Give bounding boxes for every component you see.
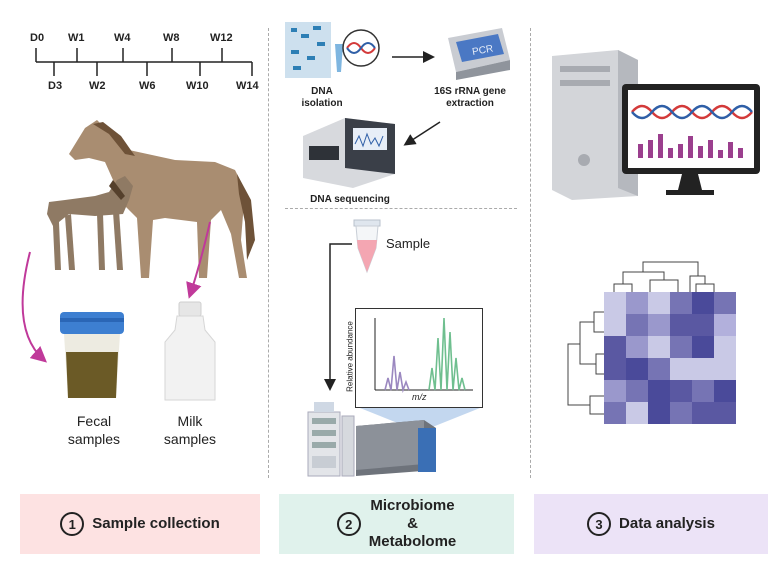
heatmap-cell xyxy=(648,314,670,336)
rrna-extraction-label: 16S rRNA gene extraction xyxy=(434,86,506,109)
separator-right xyxy=(530,28,531,478)
heatmap-cell xyxy=(604,402,626,424)
heatmap-cell xyxy=(604,380,626,402)
sample-tube-icon xyxy=(353,219,381,274)
heatmap-cell xyxy=(648,358,670,380)
heatmap-cell xyxy=(604,358,626,380)
dna-isolation-icon xyxy=(285,22,380,78)
mass-spectrum-chart xyxy=(374,317,473,394)
heatmap-cell xyxy=(648,292,670,314)
mass-spectrum-box xyxy=(355,308,483,408)
lc-ms-instrument-icon xyxy=(307,402,436,477)
heatmap-cell xyxy=(604,314,626,336)
computer-icon xyxy=(552,50,760,200)
milk-bottle-icon xyxy=(164,301,216,401)
pcr-machine-icon: PCR xyxy=(448,28,510,80)
heatmap-cell xyxy=(692,402,714,424)
heatmap-grid xyxy=(604,292,736,424)
heatmap-cell xyxy=(714,380,736,402)
heatmap-cell xyxy=(714,292,736,314)
heatmap-cell xyxy=(692,314,714,336)
panel-title-microbiome-metabolome: Microbiome & Metabolome xyxy=(368,497,457,550)
horse-mare-and-foal-illustration xyxy=(47,120,255,278)
heatmap-cell xyxy=(626,402,648,424)
timeline-label-d3: D3 xyxy=(48,80,63,92)
heatmap-cell xyxy=(714,336,736,358)
sample-label: Sample xyxy=(386,236,431,251)
step-number-3: 3 xyxy=(587,512,612,536)
heatmap-cell xyxy=(714,358,736,380)
heatmap-cell xyxy=(626,314,648,336)
pcr-label: PCR xyxy=(471,43,494,58)
timeline-label-w1: W1 xyxy=(68,32,85,44)
fecal-samples-label: Fecal samples xyxy=(67,413,121,447)
heatmap-cell xyxy=(648,336,670,358)
heatmap-cell xyxy=(714,402,736,424)
timeline-label-d0: D0 xyxy=(30,32,45,44)
fecal-sample-jar-icon xyxy=(60,312,124,398)
heatmap-cell xyxy=(626,380,648,402)
heatmap-cell xyxy=(692,358,714,380)
heatmap-cell xyxy=(648,402,670,424)
timeline-label-w12: W12 xyxy=(210,32,233,44)
separator-left xyxy=(268,28,269,478)
panel-title-data-analysis: Data analysis xyxy=(619,515,715,532)
timeline-label-w6: W6 xyxy=(139,80,156,92)
foal-icon xyxy=(47,176,133,270)
heatmap-cell xyxy=(670,292,692,314)
dna-sequencer-icon xyxy=(303,118,395,188)
heatmap-cell xyxy=(670,380,692,402)
timeline-label-w8: W8 xyxy=(163,32,180,44)
timeline-label-w10: W10 xyxy=(186,80,209,92)
panel-data-analysis: 3 Data analysis xyxy=(534,494,768,554)
heatmap-cell xyxy=(604,292,626,314)
heatmap-cell xyxy=(670,314,692,336)
heatmap-cell xyxy=(670,336,692,358)
heatmap-cell xyxy=(692,336,714,358)
heatmap-cell xyxy=(648,380,670,402)
timeline-label-w14: W14 xyxy=(236,80,259,92)
heatmap-cell xyxy=(626,358,648,380)
heatmap-cell xyxy=(604,336,626,358)
timeline-label-w4: W4 xyxy=(114,32,131,44)
timeline-axis xyxy=(35,48,253,76)
timeline-label-w2: W2 xyxy=(89,80,106,92)
dna-isolation-label: DNA isolation xyxy=(301,86,343,109)
relative-abundance-axis-label: Relative abundance xyxy=(345,321,355,392)
heatmap-cell xyxy=(692,292,714,314)
mz-axis-label: m/z xyxy=(412,392,427,402)
panel-sample-collection: 1 Sample collection xyxy=(20,494,260,554)
heatmap-cell xyxy=(714,314,736,336)
milk-samples-label: Milk samples xyxy=(163,413,217,447)
heatmap-cell xyxy=(626,292,648,314)
dna-sequencing-label: DNA sequencing xyxy=(310,194,390,205)
heatmap-cell xyxy=(670,402,692,424)
step-number-1: 1 xyxy=(60,512,85,536)
step-number-2: 2 xyxy=(336,512,361,536)
heatmap-cell xyxy=(670,358,692,380)
panel-title-sample-collection: Sample collection xyxy=(92,515,220,532)
heatmap-cell xyxy=(626,336,648,358)
separator-middle xyxy=(285,208,517,209)
mare-icon xyxy=(69,120,247,278)
heatmap-cell xyxy=(692,380,714,402)
panel-microbiome-metabolome: 2 Microbiome & Metabolome xyxy=(279,494,514,554)
heatmap-icon xyxy=(567,261,736,424)
